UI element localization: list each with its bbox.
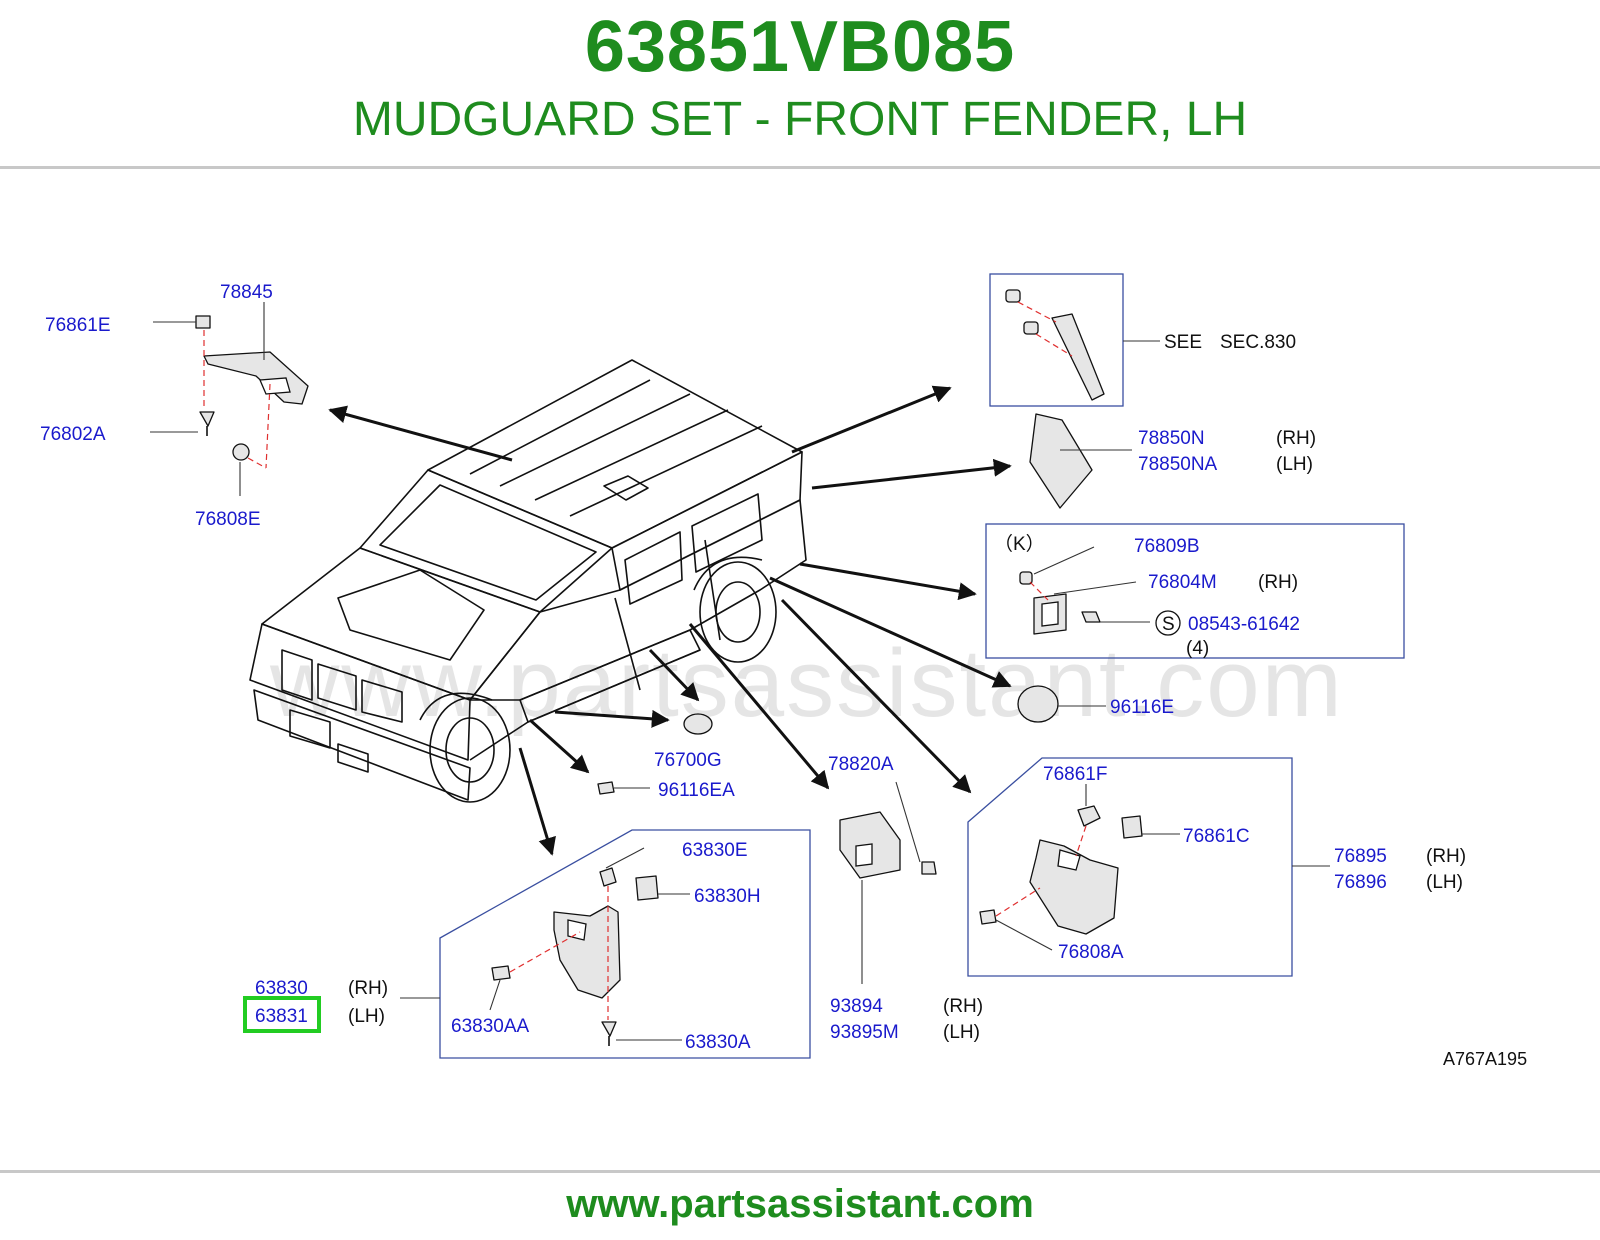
callout-96116E[interactable]: 96116E xyxy=(1110,697,1174,718)
callout-93894[interactable]: 93894 xyxy=(830,996,883,1017)
footer-url-link[interactable]: www.partsassistant.com xyxy=(566,1182,1034,1226)
k-variant-frame xyxy=(985,523,1405,659)
label-lh-93895M: (LH) xyxy=(943,1022,980,1043)
callout-93895M[interactable]: 93895M xyxy=(830,1022,899,1043)
vehicle-illustration xyxy=(249,359,807,803)
mudflap-78850-part xyxy=(1029,413,1132,509)
part-name-subtitle: MUDGUARD SET - FRONT FENDER, LH xyxy=(352,93,1248,146)
callout-76808E[interactable]: 76808E xyxy=(195,509,261,530)
callout-78820A[interactable]: 78820A xyxy=(828,754,894,775)
leader-arrows xyxy=(328,385,1012,856)
callout-63830[interactable]: 63830 xyxy=(255,978,308,999)
label-rh-76895: (RH) xyxy=(1426,846,1466,867)
label-lh-63831: (LH) xyxy=(348,1006,385,1027)
callout-63830H[interactable]: 63830H xyxy=(694,886,761,907)
callout-63830A[interactable]: 63830A xyxy=(685,1032,751,1053)
callout-76804M[interactable]: 76804M xyxy=(1148,572,1217,593)
rear-mudguard-frame xyxy=(967,757,1293,977)
callout-63831-highlighted[interactable]: 63831 xyxy=(255,1006,308,1027)
callout-76896[interactable]: 76896 xyxy=(1334,872,1387,893)
quantity-4: (4) xyxy=(1186,638,1209,659)
see-text: SEE xyxy=(1164,332,1202,353)
label-rh-76804M: (RH) xyxy=(1258,572,1298,593)
front-mudguard-frame xyxy=(439,829,811,1059)
header-divider xyxy=(0,166,1600,169)
callout-76809B[interactable]: 76809B xyxy=(1134,536,1200,557)
label-rh-78850N: (RH) xyxy=(1276,428,1316,449)
callout-78850NA[interactable]: 78850NA xyxy=(1138,454,1218,475)
callout-63830E[interactable]: 63830E xyxy=(682,840,748,861)
callout-76861C[interactable]: 76861C xyxy=(1183,826,1250,847)
watermark-text: www.partsassistant.com xyxy=(269,630,1344,737)
label-rh-63830: (RH) xyxy=(348,978,388,999)
sec830-frame xyxy=(989,273,1124,407)
diagram-code: A767A195 xyxy=(1443,1049,1527,1069)
callout-76861F[interactable]: 76861F xyxy=(1043,764,1107,785)
sec830-text[interactable]: SEC.830 xyxy=(1220,332,1296,353)
s-symbol: S xyxy=(1162,614,1175,635)
label-lh-78850NA: (LH) xyxy=(1276,454,1313,475)
page-header: 63851VB085 MUDGUARD SET - FRONT FENDER, … xyxy=(0,0,1600,168)
bracket-93894-part xyxy=(839,781,937,984)
plug-96116E-part xyxy=(1017,685,1106,723)
callout-08543-61642[interactable]: 08543-61642 xyxy=(1188,614,1300,635)
callout-76700G[interactable]: 76700G xyxy=(654,750,722,771)
callout-78845[interactable]: 78845 xyxy=(220,282,273,303)
k-variant-label: （K） xyxy=(994,533,1045,555)
label-rh-93894: (RH) xyxy=(943,996,983,1017)
callout-76808A[interactable]: 76808A xyxy=(1058,942,1124,963)
callout-76895[interactable]: 76895 xyxy=(1334,846,1387,867)
callout-63830AA[interactable]: 63830AA xyxy=(451,1016,530,1037)
label-lh-76896: (LH) xyxy=(1426,872,1463,893)
front-mudguard-parts xyxy=(400,847,690,1046)
k-variant-parts xyxy=(1019,546,1181,636)
sec830-parts xyxy=(1005,289,1160,401)
callout-78850N[interactable]: 78850N xyxy=(1138,428,1205,449)
footer-divider xyxy=(0,1170,1600,1173)
callout-76861E[interactable]: 76861E xyxy=(45,315,111,336)
part-number-title: 63851VB085 xyxy=(584,7,1016,87)
callout-76802A[interactable]: 76802A xyxy=(40,424,106,445)
highlight-box xyxy=(243,996,321,1033)
callout-96116EA[interactable]: 96116EA xyxy=(658,780,735,801)
rear-mudguard-parts xyxy=(979,784,1330,951)
small-plugs xyxy=(597,713,713,795)
roof-trim-group xyxy=(150,302,309,496)
